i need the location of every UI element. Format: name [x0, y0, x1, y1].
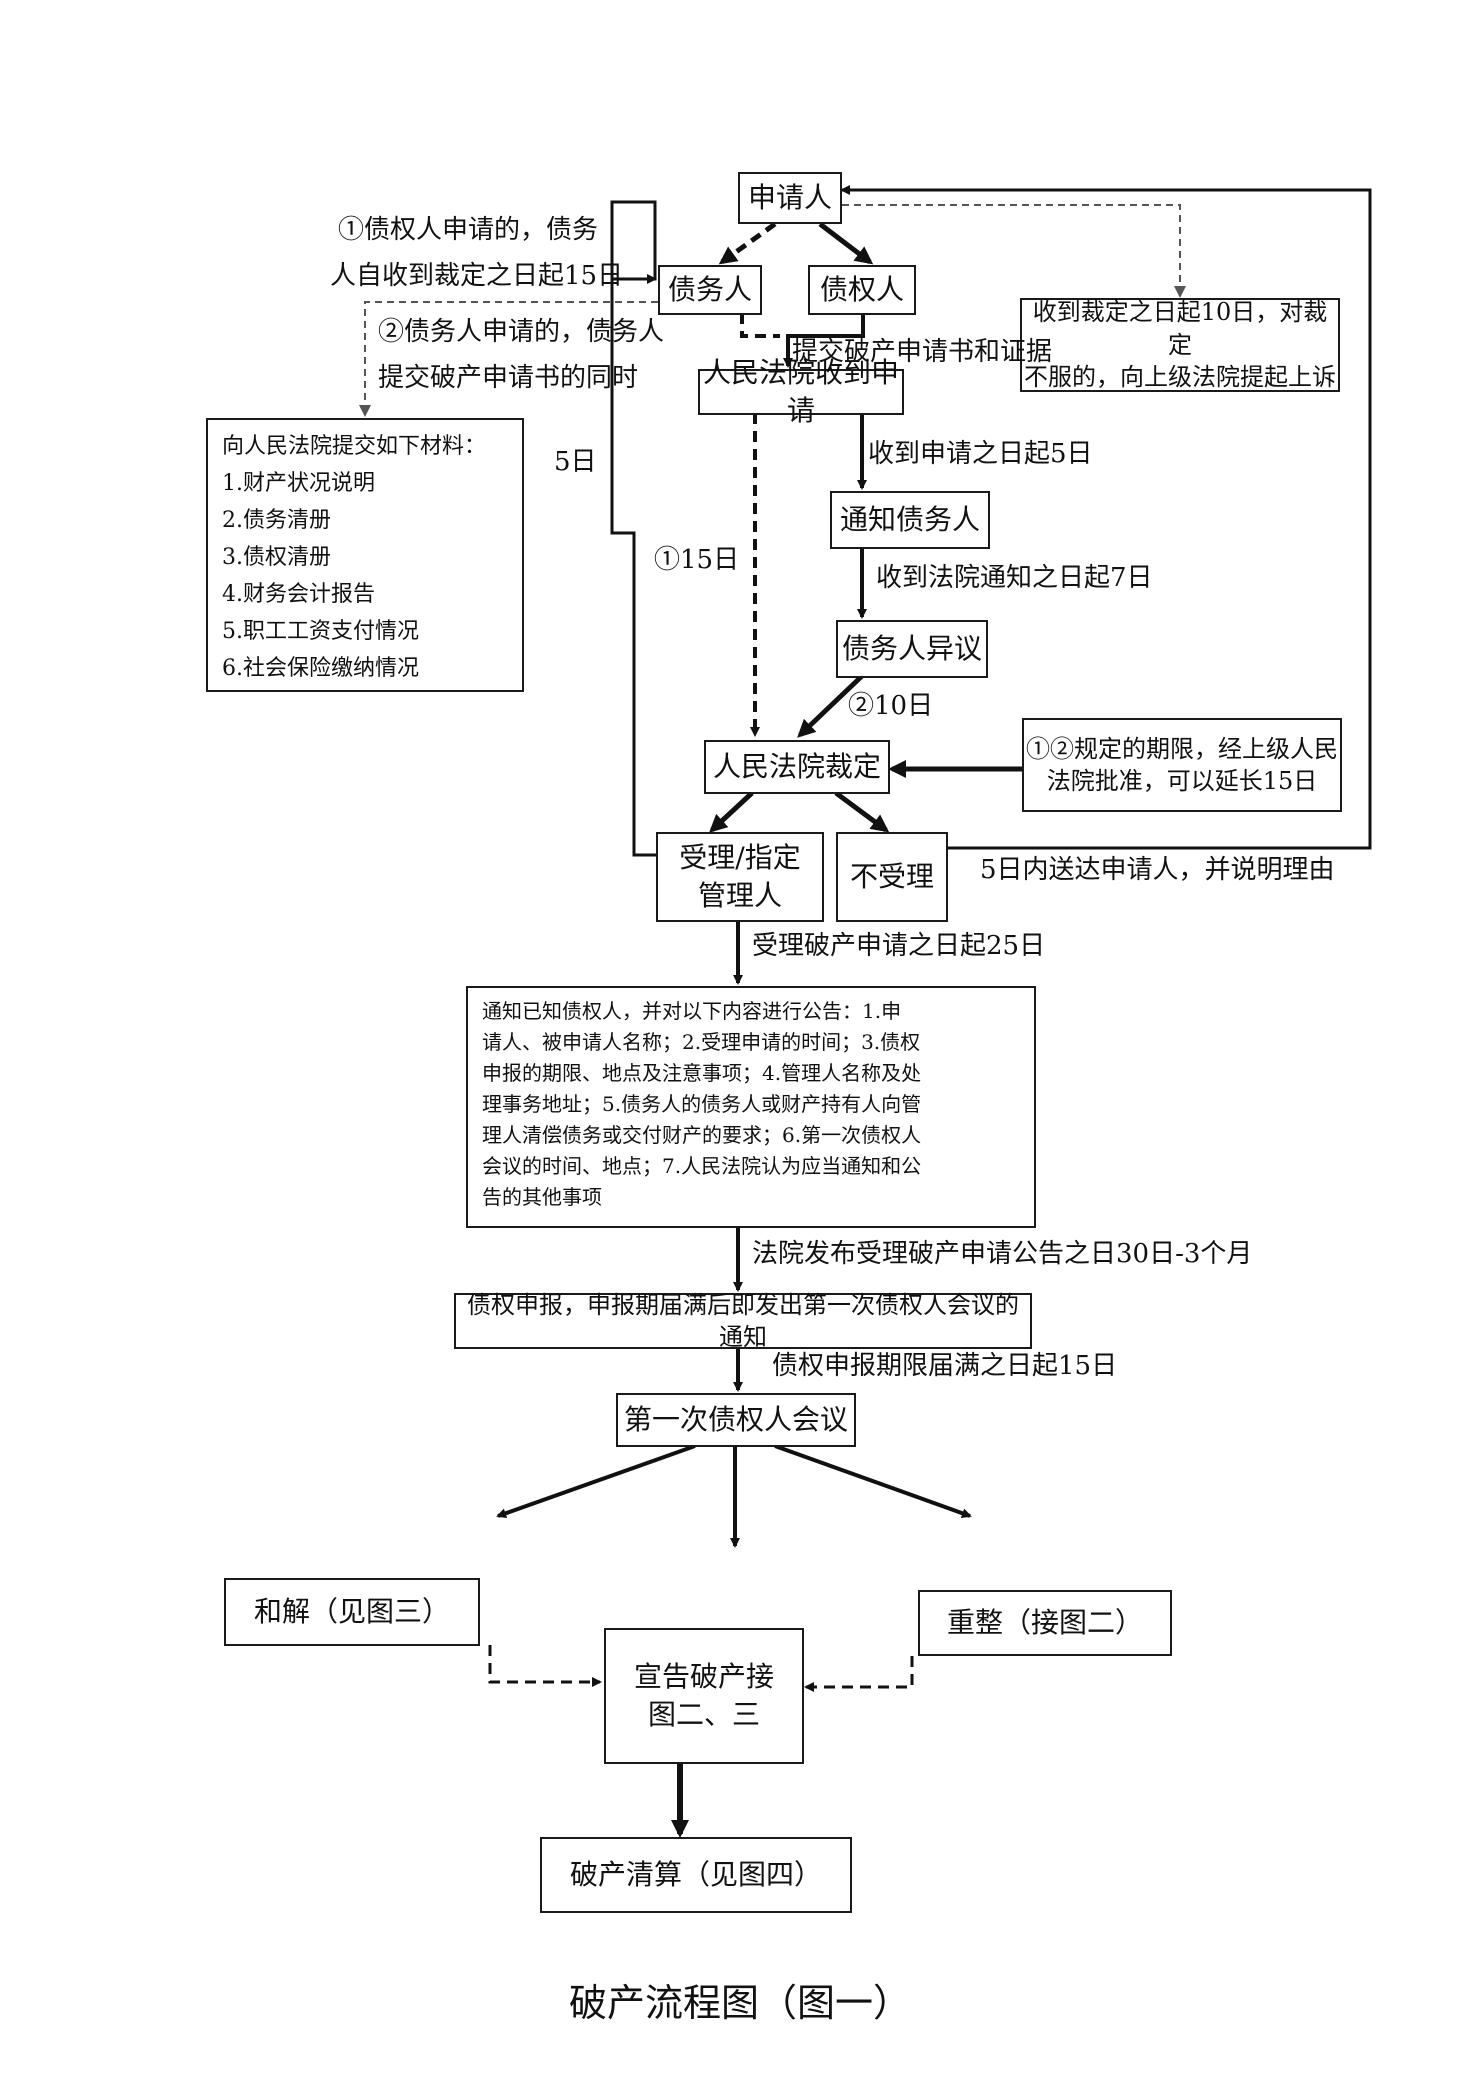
materials-item: 6.社会保险缴纳情况 [222, 656, 419, 681]
node-liquidation-label: 破产清算（见图四） [569, 1858, 822, 1892]
node-first-meeting-label: 第一次债权人会议 [623, 1403, 848, 1437]
node-settlement-label: 和解（见图三） [253, 1595, 450, 1629]
node-first-meeting: 第一次债权人会议 [616, 1393, 856, 1447]
label-court-30days: 法院发布受理破产申请公告之日30日-3个月 [752, 1239, 1253, 1269]
node-creditor-label: 债权人 [819, 273, 904, 307]
node-notify-debtor-label: 通知债务人 [839, 503, 980, 537]
appeal-line2: 不服的，向上级法院提起上诉 [1024, 363, 1336, 392]
node-settlement: 和解（见图三） [224, 1578, 480, 1646]
accept-line1: 受理/指定 [679, 841, 801, 875]
label-recv-5days: 收到申请之日起5日 [868, 439, 1093, 469]
label-recv-7days: 收到法院通知之日起7日 [876, 563, 1153, 593]
node-court-ruling: 人民法院裁定 [704, 740, 890, 794]
label-accept-25days: 受理破产申请之日起25日 [752, 931, 1046, 961]
node-court-ruling-label: 人民法院裁定 [712, 750, 881, 784]
node-reject-label: 不受理 [849, 860, 934, 894]
accept-line2: 管理人 [697, 879, 782, 912]
node-debtor-objection: 债务人异议 [836, 620, 988, 678]
arrow-accept-debtor-loop [610, 200, 658, 857]
node-declare: 宣告破产接图二、三 [604, 1628, 804, 1764]
node-claims: 债权申报，申报期届满后即发出第一次债权人会议的通知 [454, 1291, 1032, 1351]
notice-line: 会议的时间、地点；7.人民法院认为应当通知和公 [482, 1154, 922, 1178]
diagram-caption: 破产流程图（图一） [568, 1981, 911, 2025]
materials-item: 3.债权清册 [222, 545, 331, 570]
node-applicant-label: 申请人 [747, 181, 832, 215]
notice-line: 理人清偿债务或交付财产的要求；6.第一次债权人 [482, 1123, 922, 1147]
materials-title: 向人民法院提交如下材料： [222, 434, 487, 459]
materials-item: 5.职工工资支付情况 [222, 619, 419, 644]
node-creditor: 债权人 [808, 265, 916, 315]
node-debtor: 债务人 [658, 265, 762, 315]
notice-line: 通知已知债权人，并对以下内容进行公告：1.申 [482, 999, 902, 1023]
label-ten-days: ②10日 [848, 691, 934, 721]
label-fifteen-days: ①15日 [654, 545, 740, 575]
arrow-meeting-left [496, 1444, 696, 1519]
arrow-ruling-reject [834, 790, 890, 833]
node-reject: 不受理 [836, 832, 948, 922]
arrow-creditor-court [783, 313, 865, 368]
node-accept: 受理/指定管理人 [656, 832, 824, 922]
arrow-debtor-materials [359, 301, 658, 417]
extension-line1: ①②规定的期限，经上级人民 [1026, 734, 1338, 763]
node-liquidation: 破产清算（见图四） [540, 1837, 852, 1913]
materials-item: 1.财产状况说明 [222, 471, 375, 496]
materials-box: 向人民法院提交如下材料： 1.财产状况说明 2.债务清册 3.债权清册 4.财务… [206, 418, 524, 692]
arrow-ruling-accept [709, 791, 754, 833]
label-note1-line2: 人自收到裁定之日起15日 [330, 261, 624, 291]
node-court-receive: 人民法院收到申请 [698, 356, 904, 427]
arrow-reorg-declare [804, 1656, 914, 1692]
label-note2-line2: 提交破产申请书的同时 [378, 363, 639, 393]
notice-box: 通知已知债权人，并对以下内容进行公告：1.申 请人、被申请人名称；2.受理申请的… [466, 986, 1036, 1228]
notice-line: 申报的期限、地点及注意事项；4.管理人名称及处 [482, 1061, 922, 1085]
node-court-receive-label: 人民法院收到申请 [702, 356, 899, 427]
arrow-objection-ruling [797, 674, 864, 738]
label-note1-line1: ①债权人申请的，债务 [338, 215, 599, 245]
label-note2-line1: ②债务人申请的，债务人 [378, 317, 665, 347]
materials-item: 2.债务清册 [222, 508, 331, 533]
materials-item: 4.财务会计报告 [222, 582, 375, 607]
declare-line1: 宣告破产接 [633, 1660, 774, 1694]
node-applicant: 申请人 [738, 172, 842, 224]
arrow-debtor-court [740, 313, 780, 338]
label-submit: 提交破产申请书和证据 [792, 337, 1053, 367]
node-reorg: 重整（接图二） [918, 1590, 1172, 1656]
notice-line: 理事务地址；5.债务人的债务人或财产持有人向管 [482, 1092, 922, 1116]
arrow-applicant-creditor [818, 222, 874, 265]
notice-line: 告的其他事项 [482, 1185, 602, 1209]
arrow-settlement-declare [488, 1645, 602, 1687]
arrow-meeting-right [774, 1444, 972, 1519]
node-appeal: 收到裁定之日起10日，对裁定不服的，向上级法院提起上诉 [1020, 298, 1340, 392]
label-claims-15days: 债权申报期限届满之日起15日 [772, 1351, 1118, 1381]
node-debtor-objection-label: 债务人异议 [841, 632, 982, 666]
appeal-line1: 收到裁定之日起10日，对裁定 [1032, 298, 1328, 359]
notice-line: 请人、被申请人名称；2.受理申请的时间；3.债权 [482, 1030, 921, 1054]
node-debtor-label: 债务人 [667, 273, 752, 307]
arrow-applicant-appeal [842, 204, 1186, 298]
node-claims-label: 债权申报，申报期届满后即发出第一次债权人会议的通知 [467, 1290, 1019, 1351]
node-extension: ①②规定的期限，经上级人民法院批准，可以延长15日 [1022, 718, 1342, 812]
node-notify-debtor: 通知债务人 [830, 491, 990, 549]
arrow-applicant-debtor [718, 221, 777, 265]
label-five-days-left: 5日 [554, 447, 597, 477]
label-reject-note: 5日内送达申请人，并说明理由 [980, 855, 1335, 885]
extension-line2: 法院批准，可以延长15日 [1046, 767, 1318, 795]
declare-line2: 图二、三 [647, 1698, 760, 1731]
arrow-reject-applicant-loop [840, 185, 1372, 850]
node-reorg-label: 重整（接图二） [946, 1606, 1143, 1640]
